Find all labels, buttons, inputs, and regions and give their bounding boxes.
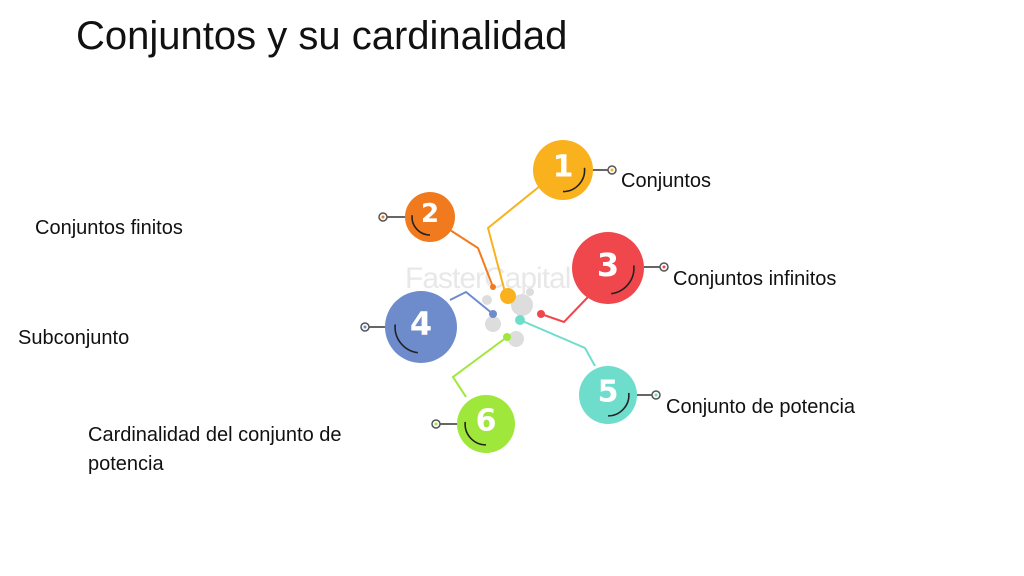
connector-dot: [503, 333, 511, 341]
node-4: 4: [360, 290, 497, 363]
page-title: Conjuntos y su cardinalidad: [76, 14, 568, 58]
label-cardinalidad: Cardinalidad del conjunto de potencia: [88, 424, 342, 475]
label-subconjunto: Subconjunto: [18, 327, 130, 349]
arc-decoration: [394, 324, 422, 354]
connector-line: [449, 229, 494, 288]
connector-dot: [489, 310, 497, 318]
node-5: 5: [515, 315, 661, 424]
bubble: [511, 294, 533, 316]
connector-line: [449, 290, 494, 315]
bubble: [482, 295, 492, 305]
number-label: 5: [598, 375, 619, 410]
number-label: 6: [476, 404, 497, 439]
connector-line: [451, 336, 508, 398]
arc-decoration: [562, 167, 586, 193]
label-conjuntos-finitos: Conjuntos finitos: [35, 217, 183, 239]
node-1: 1: [486, 140, 617, 304]
bubble: [508, 331, 524, 347]
number-label: 3: [597, 246, 619, 284]
bubble: [485, 316, 501, 332]
arc-decoration: [464, 421, 487, 446]
arc-decoration: [607, 392, 630, 417]
connector-dot: [537, 310, 545, 318]
label-conjunto-de-potencia: Conjunto de potencia: [666, 396, 856, 418]
center-bubbles: [482, 288, 534, 347]
watermark: FasterCapital: [405, 262, 571, 295]
bubble: [526, 288, 534, 296]
connector-dot: [500, 288, 516, 304]
node-6: 6: [431, 333, 515, 453]
node-3: 3: [537, 232, 669, 324]
connector-dot: [490, 284, 496, 290]
connector-line: [519, 319, 596, 367]
node-2: 2: [378, 192, 496, 290]
number-label: 1: [553, 150, 574, 185]
number-label: 4: [410, 305, 432, 343]
connector-line: [540, 296, 589, 324]
connector-dot: [515, 315, 525, 325]
arc-decoration: [411, 215, 431, 236]
number-label: 2: [421, 199, 439, 229]
connector-line: [486, 185, 541, 297]
arc-decoration: [607, 265, 635, 295]
label-conjuntos: Conjuntos: [621, 170, 712, 192]
label-conjuntos-infinitos: Conjuntos infinitos: [673, 268, 837, 290]
